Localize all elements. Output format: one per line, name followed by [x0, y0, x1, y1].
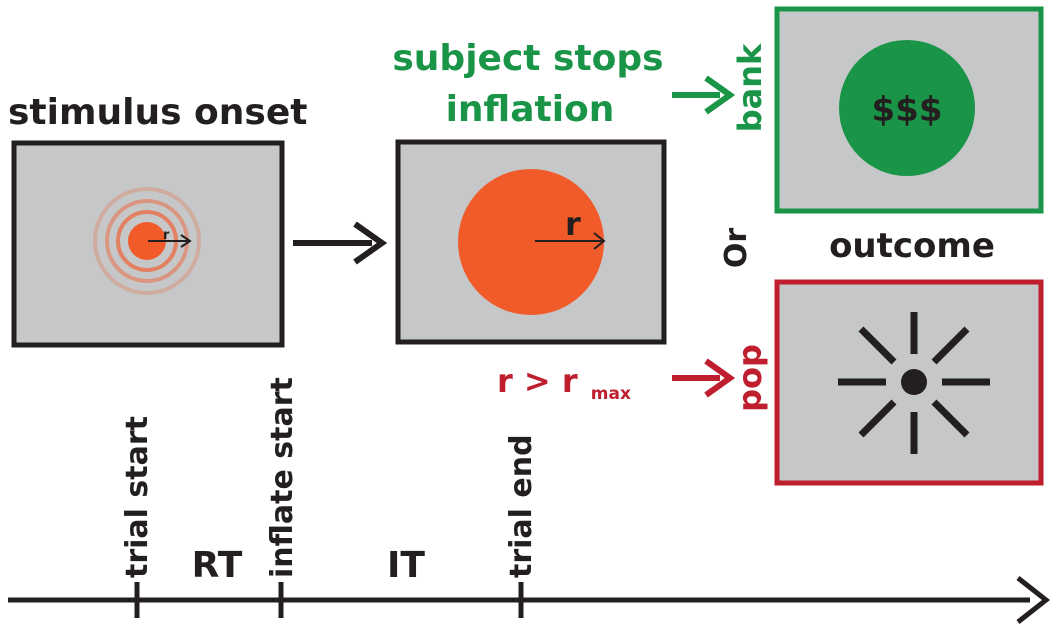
- pop-condition-subscript: max: [591, 384, 631, 404]
- burst-center: [901, 369, 927, 395]
- stimulus-onset-title: stimulus onset: [8, 92, 307, 133]
- timeline: trial start inflate start trial end RT I…: [8, 377, 1051, 624]
- small-radius-label: r: [163, 228, 170, 243]
- or-separator: Or: [719, 228, 754, 269]
- large-radius-label: r: [565, 205, 581, 243]
- event-inflate-start: inflate start: [265, 377, 300, 578]
- small-balloon: [128, 222, 166, 260]
- pop-panel: [774, 279, 1044, 486]
- expansion-ring-outer: [93, 187, 201, 295]
- stimulus-onset-panel: r: [11, 140, 285, 348]
- bank-coin: [839, 40, 975, 176]
- pop-arrow: [672, 358, 736, 398]
- bank-symbol: $$$: [872, 90, 943, 130]
- interval-rt: RT: [192, 545, 243, 586]
- event-trial-start: trial start: [120, 416, 155, 578]
- transition-arrow: [293, 221, 388, 265]
- burst-icon: [838, 312, 990, 454]
- bank-panel: $$$: [774, 6, 1044, 214]
- timeline-arrowhead: [1016, 576, 1051, 624]
- inflation-title-line2: inflation: [446, 89, 615, 130]
- bank-arrow: [672, 75, 736, 115]
- inflation-title-line1: subject stops: [392, 38, 663, 79]
- bank-label: bank: [731, 43, 769, 132]
- outcome-heading: outcome: [829, 226, 995, 266]
- pop-label: pop: [731, 344, 769, 412]
- pop-condition: r > r max: [497, 362, 631, 404]
- inflation-panel: r: [395, 139, 667, 345]
- pop-condition-main: r > r: [497, 362, 578, 400]
- inflated-balloon: [458, 169, 604, 315]
- event-trial-end: trial end: [504, 434, 539, 578]
- interval-it: IT: [387, 545, 425, 586]
